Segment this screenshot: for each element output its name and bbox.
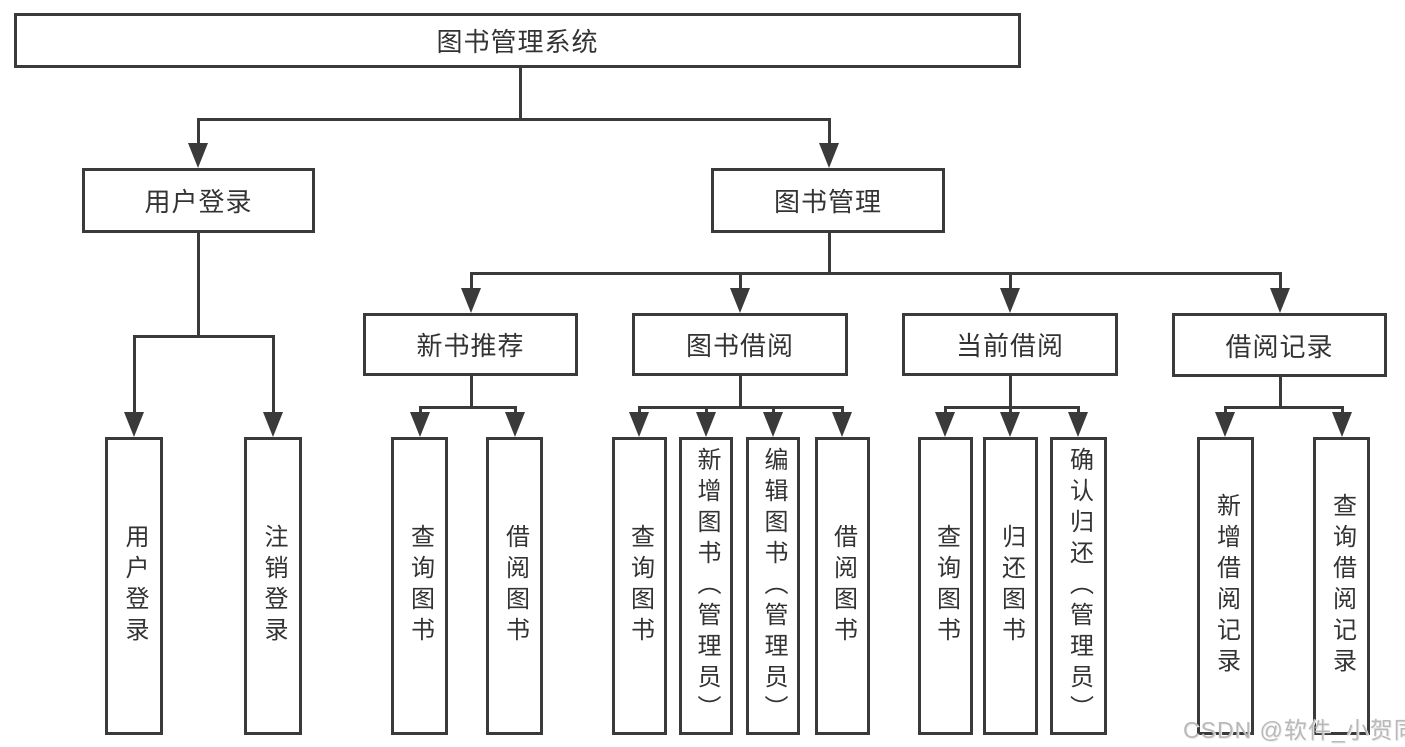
leaf-borrow-books-2-label: 借阅图书 (829, 524, 857, 648)
leaf-add-borrow-record-label: 新增借阅记录 (1212, 493, 1240, 679)
leaf-query-books-1-label: 查询图书 (406, 524, 434, 648)
edge-drop-new-recommend (470, 272, 473, 290)
leaf-add-book-admin-label: 新增图书（管理员） (693, 446, 720, 726)
arrowhead-query-books-2 (629, 412, 649, 437)
leaf-logout: 注销登录 (244, 437, 302, 735)
node-user-login-branch: 用户登录 (82, 168, 315, 233)
edge-current-stem (1009, 376, 1012, 409)
edge-drop-leaf-logout (272, 335, 275, 413)
edge-drop-current-borrow (1009, 272, 1012, 290)
edge-borrow-rail (638, 406, 844, 409)
leaf-borrow-books-1-label: 借阅图书 (501, 524, 529, 648)
leaf-query-borrow-record: 查询借阅记录 (1313, 437, 1370, 735)
node-user-login-branch-label: 用户登录 (144, 187, 253, 217)
leaf-query-books-2-label: 查询图书 (626, 524, 654, 648)
arrowhead-book-management (819, 143, 839, 168)
edge-drop-query-books-3 (944, 406, 947, 415)
arrowhead-query-books-1 (410, 412, 430, 437)
edge-drop-book-management (828, 118, 831, 146)
edge-records-rail (1224, 406, 1344, 409)
leaf-query-books-3-label: 查询图书 (932, 524, 960, 648)
leaf-return-book: 归还图书 (983, 437, 1038, 735)
leaf-borrow-books-1: 借阅图书 (486, 437, 543, 735)
edge-drop-query-books-2 (638, 406, 641, 415)
edge-drop-user-login (197, 118, 200, 146)
node-book-management-branch: 图书管理 (711, 168, 945, 233)
node-current-borrow-label: 当前借阅 (955, 331, 1064, 361)
arrowhead-leaf-logout (263, 412, 283, 437)
edge-drop-borrow-books-2 (841, 406, 844, 415)
arrowhead-return-book (1000, 412, 1020, 437)
edge-borrow-stem (739, 376, 742, 409)
leaf-query-books-3: 查询图书 (918, 437, 973, 735)
leaf-query-books-1: 查询图书 (391, 437, 448, 735)
arrowhead-current-borrow (1000, 288, 1020, 313)
leaf-query-borrow-record-label: 查询借阅记录 (1328, 493, 1356, 679)
arrowhead-book-borrow (730, 288, 750, 313)
edge-records-stem (1279, 377, 1282, 409)
arrowhead-add-record (1215, 412, 1235, 437)
arrowhead-leaf-user-login (124, 412, 144, 437)
leaf-user-login-label: 用户登录 (121, 524, 148, 648)
leaf-return-book-label: 归还图书 (997, 524, 1025, 648)
edge-root-stem (519, 68, 522, 119)
edge-drop-return-book (1009, 406, 1012, 415)
node-new-book-recommend-label: 新书推荐 (416, 331, 525, 361)
arrowhead-user-login (188, 143, 208, 168)
edge-drop-leaf-user-login (133, 335, 136, 413)
leaf-confirm-return-admin-label: 确认归还（管理员） (1065, 446, 1093, 726)
arrowhead-add-book (696, 412, 716, 437)
leaf-add-book-admin: 新增图书（管理员） (679, 437, 733, 735)
edge-login-rail (133, 335, 274, 338)
leaf-borrow-books-2: 借阅图书 (815, 437, 870, 735)
leaf-confirm-return-admin: 确认归还（管理员） (1050, 437, 1107, 735)
node-current-borrow: 当前借阅 (902, 313, 1118, 376)
leaf-edit-book-admin: 编辑图书（管理员） (746, 437, 800, 735)
edge-mgmt-stem (828, 233, 831, 275)
edge-drop-confirm-return (1077, 406, 1080, 415)
node-root-system: 图书管理系统 (14, 13, 1021, 68)
arrowhead-new-recommend (461, 288, 481, 313)
csdn-watermark: CSDN @软件_小贺同学 (1183, 717, 1405, 743)
edge-drop-borrow-books-1 (514, 406, 517, 415)
node-borrow-records: 借阅记录 (1172, 313, 1387, 377)
node-new-book-recommend: 新书推荐 (363, 313, 578, 376)
edge-login-stem (197, 233, 200, 338)
edge-drop-add-record (1224, 406, 1227, 415)
edge-drop-query-books-1 (419, 406, 422, 415)
edge-drop-add-book (705, 406, 708, 415)
node-book-borrow: 图书借阅 (632, 313, 848, 376)
leaf-edit-book-admin-label: 编辑图书（管理员） (760, 446, 787, 726)
edge-drop-query-record (1341, 406, 1344, 415)
edge-newrec-stem (470, 376, 473, 409)
edge-drop-borrow-records (1279, 272, 1282, 290)
edge-root-branch-rail (197, 118, 831, 121)
arrowhead-borrow-records (1270, 288, 1290, 313)
arrowhead-confirm-return (1068, 412, 1088, 437)
node-root-label: 图书管理系统 (436, 27, 599, 57)
edge-mgmt-rail (470, 272, 1282, 275)
leaf-user-login: 用户登录 (105, 437, 163, 735)
arrowhead-borrow-books-2 (832, 412, 852, 437)
arrowhead-query-record (1332, 412, 1352, 437)
arrowhead-edit-book (763, 412, 783, 437)
edge-drop-edit-book (772, 406, 775, 415)
node-book-borrow-label: 图书借阅 (685, 331, 794, 361)
leaf-logout-label: 注销登录 (260, 524, 287, 648)
node-borrow-records-label: 借阅记录 (1225, 331, 1334, 362)
edge-current-rail (944, 406, 1080, 409)
leaf-add-borrow-record: 新增借阅记录 (1197, 437, 1254, 735)
arrowhead-borrow-books-1 (505, 412, 525, 437)
node-book-management-branch-label: 图书管理 (773, 187, 882, 217)
edge-drop-book-borrow (739, 272, 742, 290)
edge-newrec-rail (419, 406, 517, 409)
leaf-query-books-2: 查询图书 (612, 437, 667, 735)
arrowhead-query-books-3 (935, 412, 955, 437)
